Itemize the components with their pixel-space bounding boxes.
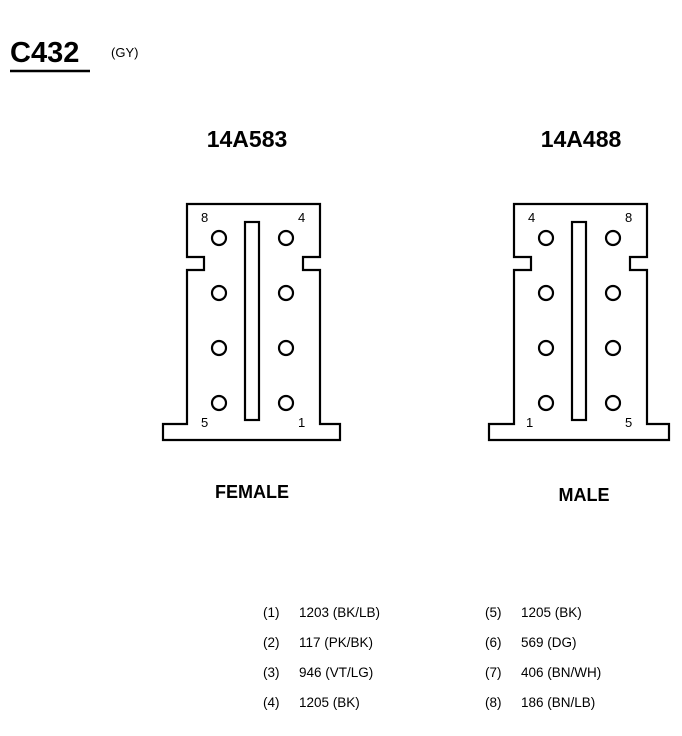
pinout-legend-right: (5) 1205 (BK) (6) 569 (DG) (7) 406 (BN/W…	[485, 605, 601, 710]
legend-circuit: 946 (VT/LG)	[299, 665, 373, 680]
legend-pin-number: (3)	[263, 665, 280, 680]
female-pin-label-top-right: 4	[298, 210, 305, 225]
legend-pin-number: (1)	[263, 605, 280, 620]
male-connector-outline	[487, 202, 671, 442]
female-center-key	[243, 220, 261, 422]
legend-circuit: 186 (BN/LB)	[521, 695, 595, 710]
legend-pin-number: (4)	[263, 695, 280, 710]
female-part-number: 14A583	[207, 126, 288, 152]
legend-circuit: 569 (DG)	[521, 635, 577, 650]
female-connector-outline	[161, 202, 342, 442]
female-label: FEMALE	[215, 482, 289, 502]
female-pin-2	[277, 339, 295, 357]
female-pin-label-top-left: 8	[201, 210, 208, 225]
male-pin-3	[537, 284, 555, 302]
legend-pin-number: (5)	[485, 605, 502, 620]
male-pin-4	[537, 229, 555, 247]
male-pin-2	[537, 339, 555, 357]
female-pin-label-bottom-left: 5	[201, 415, 208, 430]
legend-pin-number: (7)	[485, 665, 502, 680]
male-pin-label-bottom-left: 1	[526, 415, 533, 430]
male-connector: 14A488 4 8 1 5 MALE	[487, 126, 671, 505]
female-pin-label-bottom-right: 1	[298, 415, 305, 430]
connector-color-code: (GY)	[111, 45, 138, 60]
legend-pin-number: (2)	[263, 635, 280, 650]
legend-circuit: 1205 (BK)	[521, 605, 582, 620]
female-pin-8	[210, 229, 228, 247]
legend-circuit: 406 (BN/WH)	[521, 665, 601, 680]
male-center-key	[570, 220, 588, 422]
male-label: MALE	[559, 485, 610, 505]
female-pin-4	[277, 229, 295, 247]
male-part-number: 14A488	[541, 126, 622, 152]
male-pin-8	[604, 229, 622, 247]
legend-pin-number: (6)	[485, 635, 502, 650]
female-pin-1	[277, 394, 295, 412]
male-pin-7	[604, 284, 622, 302]
legend-circuit: 1205 (BK)	[299, 695, 360, 710]
male-pin-6	[604, 339, 622, 357]
female-pin-3	[277, 284, 295, 302]
female-pin-5	[210, 394, 228, 412]
male-pin-label-top-right: 8	[625, 210, 632, 225]
female-pin-7	[210, 284, 228, 302]
female-pin-6	[210, 339, 228, 357]
legend-circuit: 1203 (BK/LB)	[299, 605, 380, 620]
pinout-legend-left: (1) 1203 (BK/LB) (2) 117 (PK/BK) (3) 946…	[263, 605, 380, 710]
female-connector: 14A583 8 4 5 1 FEMALE	[161, 126, 342, 502]
male-pin-5	[604, 394, 622, 412]
connector-id: C432	[10, 37, 79, 69]
legend-circuit: 117 (PK/BK)	[299, 635, 373, 650]
legend-pin-number: (8)	[485, 695, 502, 710]
male-pin-label-bottom-right: 5	[625, 415, 632, 430]
male-pin-label-top-left: 4	[528, 210, 535, 225]
male-pin-1	[537, 394, 555, 412]
